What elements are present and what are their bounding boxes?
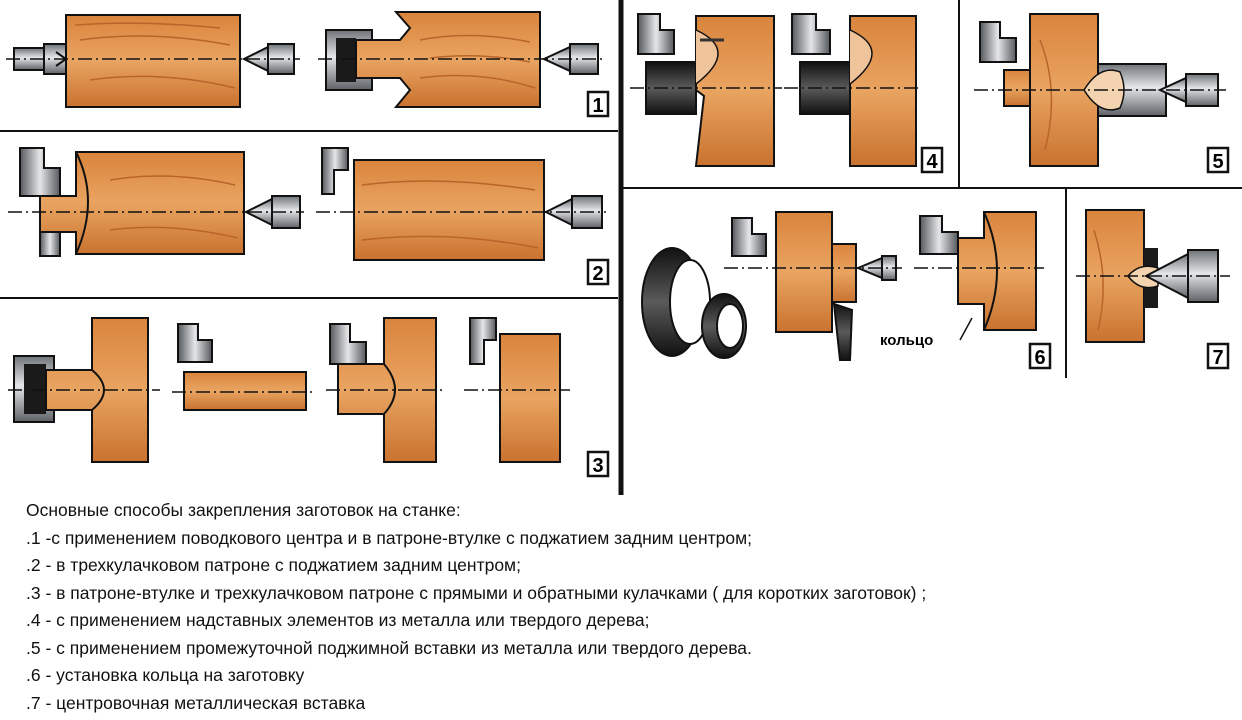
lathe-fixing-diagram: 1 2 [0, 0, 1242, 495]
caption-item: .5 - с применением промежуточной поджимн… [26, 637, 752, 658]
panel-dividers [0, 0, 1242, 495]
panel-2: 2 [8, 147, 610, 286]
panel-6: кольцо 6 [641, 211, 1052, 370]
ring-icon [641, 247, 747, 359]
caption-item: .4 - с применением надставных элементов … [26, 610, 650, 630]
panel-5: 5 [974, 13, 1230, 174]
three-jaw-chuck-icon [329, 323, 367, 365]
three-jaw-chuck-icon [637, 13, 675, 55]
three-jaw-chuck-icon [19, 147, 61, 257]
panel-number-box [920, 146, 944, 174]
reverse-jaw-icon [321, 147, 349, 195]
three-jaw-chuck-icon [177, 323, 213, 363]
panel-7: 7 [1076, 209, 1230, 370]
workpiece [775, 211, 833, 333]
ring-icon [832, 302, 854, 361]
panel-number: 4 [926, 151, 938, 173]
caption-item: .3 - в патроне-втулке и трехкулачковом п… [26, 582, 927, 603]
panel-number-box [1206, 342, 1230, 370]
three-jaw-chuck-icon [919, 215, 959, 255]
panel-number-box [586, 258, 610, 286]
caption-item: .7 - центровочная металлическая вставка [26, 692, 366, 713]
ring-label: кольцо [880, 332, 933, 349]
panel-number-box [586, 450, 610, 478]
workpiece [183, 371, 307, 411]
panel-number: 5 [1212, 151, 1223, 173]
panel-number: 2 [592, 263, 603, 285]
panel-4: 4 [630, 13, 944, 174]
caption-item: .2 - в трехкулачковом патроне с поджатие… [26, 555, 521, 575]
panel-1: 1 [6, 11, 610, 118]
caption-item: .6 - установка кольца на заготовку [26, 665, 305, 685]
panel-number: 1 [592, 95, 603, 117]
panel-number: 3 [592, 455, 603, 477]
panel-number: 7 [1212, 347, 1223, 369]
panel-number-box [1206, 146, 1230, 174]
three-jaw-chuck-icon [791, 13, 831, 55]
panel-number: 6 [1034, 347, 1045, 369]
workpiece [353, 159, 545, 261]
panel-number-box [586, 90, 610, 118]
workpiece [65, 14, 241, 108]
three-jaw-chuck-icon [731, 217, 767, 257]
caption: Основные способы закрепления заготовок н… [26, 497, 1226, 717]
reverse-jaw-icon [469, 317, 497, 365]
panel-3: 3 [8, 317, 610, 478]
panel-number-box [1028, 342, 1052, 370]
workpiece [45, 317, 149, 463]
workpiece [499, 333, 561, 463]
caption-title: Основные способы закрепления заготовок н… [26, 500, 461, 520]
caption-item: .1 -с применением поводкового центра и в… [26, 527, 753, 548]
three-jaw-chuck-icon [979, 21, 1017, 63]
workpiece [39, 151, 245, 255]
